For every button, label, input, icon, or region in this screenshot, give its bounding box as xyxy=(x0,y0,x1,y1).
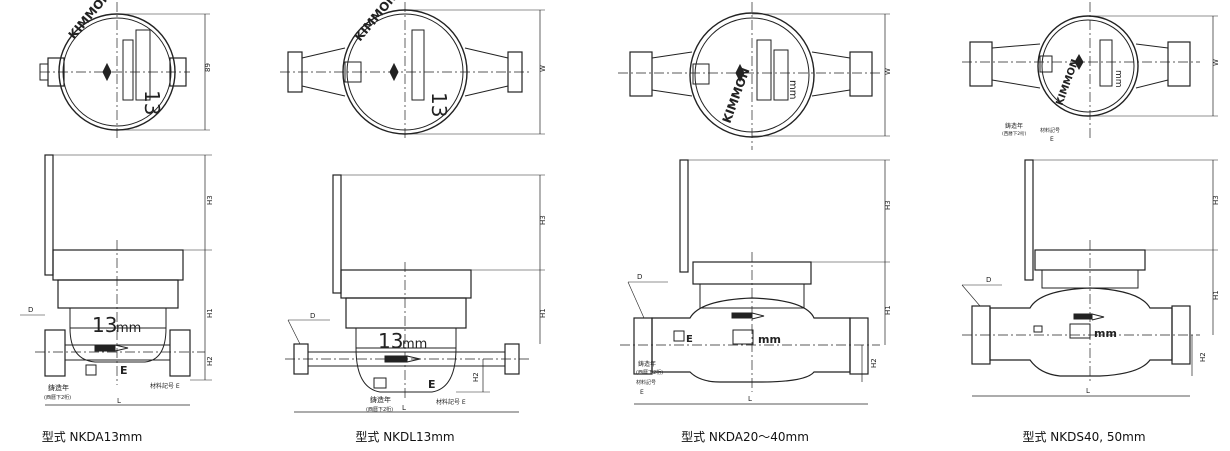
dim-h2-1: H2 xyxy=(206,356,214,366)
dim-h1-3: H1 xyxy=(884,305,892,315)
dim-d-2: D xyxy=(310,312,315,320)
year-label-3: 鋳造年 xyxy=(638,360,656,368)
mark-e-3: E xyxy=(686,334,693,345)
top-view-2: KIMMON 13 W xyxy=(280,0,547,140)
size-label-front-2: 13 xyxy=(378,329,403,353)
drawing-nkda20-40: KIMMON mm W mm E H3 xyxy=(618,2,892,405)
brand-label-2: KIMMON xyxy=(352,0,400,44)
year-note-2: (西暦下2桁) xyxy=(366,406,393,413)
brand-label-4: KIMMON xyxy=(1054,58,1081,107)
mark-e-2: E xyxy=(428,378,436,391)
caption-nkda13: 型式 NKDA13mm xyxy=(41,430,143,444)
dim-w-2: W xyxy=(539,65,547,72)
dim-h1-1: H1 xyxy=(206,308,214,318)
top-view-1: KIMMON 13 89 xyxy=(39,0,212,140)
unit-label-top-4: mm xyxy=(1113,70,1123,88)
dim-h2-4: H2 xyxy=(1199,352,1207,362)
unit-label-2: mm xyxy=(402,337,427,352)
brand-label-3: KIMMON xyxy=(720,66,753,125)
material-label-1: 材料記号 E xyxy=(150,382,180,390)
dim-h2-3: H2 xyxy=(870,358,878,368)
size-label-top-1: 13 xyxy=(140,90,164,115)
material-label-2: 材料記号 E xyxy=(436,398,466,406)
year-label-1: 鋳造年 xyxy=(48,383,69,392)
front-view-2: 13 mm E H3 H1 H2 L D 鋳造年 (西暦下2桁) 材料記号 E xyxy=(285,174,547,413)
year-label-2: 鋳造年 xyxy=(370,395,391,404)
year-note-4: (西暦下2桁) xyxy=(1002,130,1027,137)
unit-label-front-3: mm xyxy=(758,333,781,346)
dim-l-3: L xyxy=(748,395,752,403)
unit-label-1: mm xyxy=(116,321,141,336)
top-view-4: KIMMON mm W 鋳造年 (西暦下2桁) 材料記号 E xyxy=(962,2,1220,143)
dim-l-2: L xyxy=(402,404,406,412)
dim-h3-4: H3 xyxy=(1212,195,1220,205)
front-view-1: 13 mm E H3 H1 H2 L D 鋳造年 (西暦下2桁) 材料記号 E xyxy=(20,154,214,406)
front-view-3: mm E H3 H1 H2 L D 鋳造年 (西暦下2桁) 材料記号 E xyxy=(620,159,892,405)
dim-h3-2: H3 xyxy=(539,215,547,225)
dim-l-1: L xyxy=(117,397,121,405)
unit-label-front-4: mm xyxy=(1094,327,1117,340)
drawing-nkdl13: KIMMON 13 W 13 mm E xyxy=(280,0,547,413)
dim-w-3: W xyxy=(884,68,892,75)
caption-nkds40-50: 型式 NKDS40, 50mm xyxy=(1022,430,1146,444)
caption-nkdl13: 型式 NKDL13mm xyxy=(355,430,455,444)
material-label-4: 材料記号 xyxy=(1040,127,1060,134)
material-label-3: 材料記号 xyxy=(636,379,656,386)
dim-l-4: L xyxy=(1086,387,1090,395)
unit-label-top-3: mm xyxy=(787,80,798,99)
size-label-top-2: 13 xyxy=(427,92,451,117)
e-label-3: E xyxy=(640,389,644,396)
year-note-1: (西暦下2桁) xyxy=(44,394,71,401)
dim-h2-2: H2 xyxy=(472,372,480,382)
drawing-nkds40-50: KIMMON mm W 鋳造年 (西暦下2桁) 材料記号 E mm xyxy=(961,2,1220,397)
mark-e-1: E xyxy=(120,364,128,377)
top-view-3: KIMMON mm W xyxy=(618,2,892,150)
dim-w-1: 89 xyxy=(204,63,212,72)
dim-h1-4: H1 xyxy=(1212,290,1220,300)
year-label-4: 鋳造年 xyxy=(1005,122,1023,130)
dim-w-4: W xyxy=(1212,59,1220,66)
dim-h3-3: H3 xyxy=(884,200,892,210)
dim-d-1: D xyxy=(28,306,33,314)
drawing-nkda13: KIMMON 13 89 13 mm E xyxy=(20,0,214,406)
caption-nkda20-40: 型式 NKDA20〜40mm xyxy=(681,430,809,444)
dim-d-4: D xyxy=(986,276,991,284)
dim-h1-2: H1 xyxy=(539,308,547,318)
dim-d-3: D xyxy=(637,273,642,281)
e-label-4: E xyxy=(1050,136,1054,143)
dim-h3-1: H3 xyxy=(206,195,214,205)
front-view-4: mm H3 H1 H2 L D xyxy=(961,159,1220,397)
size-label-front-1: 13 xyxy=(92,313,117,337)
brand-label-1: KIMMON xyxy=(66,0,114,42)
year-note-3: (西暦下2桁) xyxy=(636,369,663,376)
